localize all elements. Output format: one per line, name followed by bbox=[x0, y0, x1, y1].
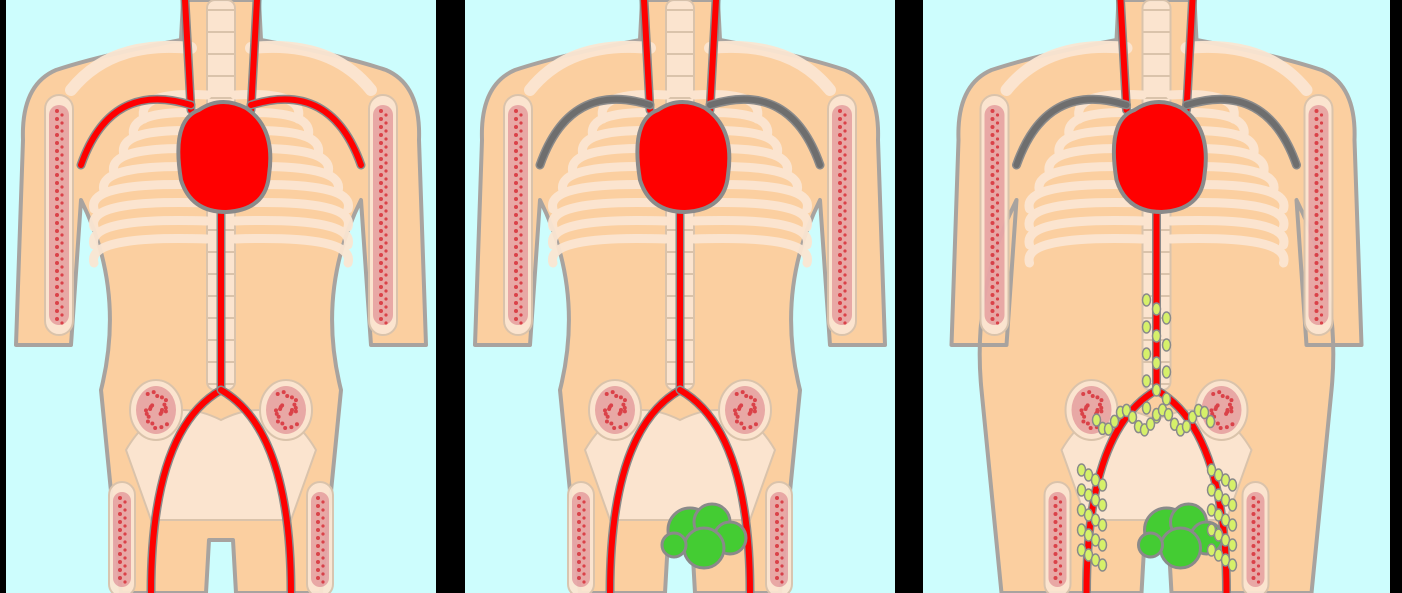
left-iliac-marrow bbox=[130, 380, 182, 440]
left-humerus bbox=[45, 95, 73, 335]
right-femur bbox=[307, 482, 333, 593]
heart bbox=[637, 102, 729, 212]
right-humerus bbox=[1305, 95, 1333, 335]
right-iliac-marrow bbox=[260, 380, 312, 440]
right-femur bbox=[1243, 482, 1269, 593]
anatomy-figure bbox=[465, 0, 895, 593]
anatomy-figure bbox=[6, 0, 436, 593]
right-femur bbox=[766, 482, 792, 593]
heart bbox=[178, 102, 270, 212]
left-humerus bbox=[981, 95, 1009, 335]
panel-primary-tumor bbox=[465, 0, 895, 593]
anatomy-figure bbox=[923, 0, 1390, 593]
left-femur bbox=[109, 482, 135, 593]
right-humerus bbox=[369, 95, 397, 335]
left-femur bbox=[568, 482, 594, 593]
panel-healthy bbox=[6, 0, 436, 593]
left-femur bbox=[1045, 482, 1071, 593]
panel-metastatic-spread bbox=[923, 0, 1390, 593]
right-iliac-marrow bbox=[719, 380, 771, 440]
right-humerus bbox=[828, 95, 856, 335]
heart bbox=[1114, 102, 1206, 212]
left-iliac-marrow bbox=[589, 380, 641, 440]
left-humerus bbox=[504, 95, 532, 335]
